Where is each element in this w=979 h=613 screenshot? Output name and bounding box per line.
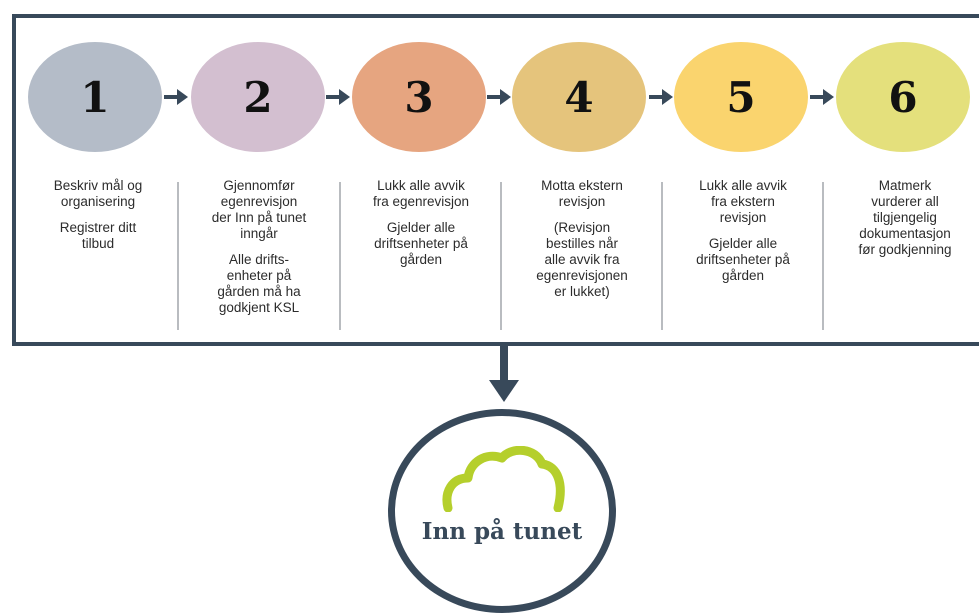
column-divider xyxy=(822,182,824,330)
step-4-text-2: (Revisjon bestilles når alle avvik fra e… xyxy=(536,220,628,299)
step-2-circle: 2 xyxy=(191,42,325,152)
step-2-description: Gjennomfør egenrevisjon der Inn på tunet… xyxy=(180,178,338,326)
column-divider xyxy=(177,182,179,330)
step-2-text-1: Gjennomfør egenrevisjon der Inn på tunet… xyxy=(211,178,307,241)
step-6-text-1: Matmerk vurderer all tilgjengelig dokume… xyxy=(858,178,952,257)
step-3-text-2: Gjelder alle driftsenheter på gården xyxy=(374,220,468,267)
step-1-description: Beskriv mål og organisering Registrer di… xyxy=(19,178,177,262)
step-2-number: 2 xyxy=(243,72,273,122)
step-6-circle: 6 xyxy=(836,42,970,152)
step-5-circle: 5 xyxy=(674,42,808,152)
inn-pa-tunet-logo: Inn på tunet xyxy=(388,409,616,613)
step-2-text-2: Alle drifts- enheter på gården må ha god… xyxy=(217,252,301,315)
cloud-icon xyxy=(442,446,565,512)
column-divider xyxy=(339,182,341,330)
step-5-text-2: Gjelder alle driftsenheter på gården xyxy=(696,236,790,283)
step-3-text-1: Lukk alle avvik fra egenrevisjon xyxy=(372,178,470,209)
arrow-right-icon xyxy=(326,89,350,105)
logo-text: Inn på tunet xyxy=(421,518,583,545)
arrow-down-icon xyxy=(489,346,519,402)
step-3-description: Lukk alle avvik fra egenrevisjon Gjelder… xyxy=(342,178,500,278)
column-divider xyxy=(661,182,663,330)
step-5-text-1: Lukk alle avvik fra ekstern revisjon xyxy=(699,178,787,225)
arrow-right-icon xyxy=(164,89,188,105)
step-5-description: Lukk alle avvik fra ekstern revisjon Gje… xyxy=(664,178,822,294)
step-1-number: 1 xyxy=(80,72,110,122)
step-6-number: 6 xyxy=(888,72,918,122)
step-4-description: Motta ekstern revisjon (Revisjon bestill… xyxy=(503,178,661,310)
process-frame xyxy=(12,14,979,346)
column-divider xyxy=(500,182,502,330)
step-1-circle: 1 xyxy=(28,42,162,152)
step-4-circle: 4 xyxy=(512,42,646,152)
step-3-circle: 3 xyxy=(352,42,486,152)
step-1-text-1: Beskriv mål og organisering xyxy=(53,178,143,209)
step-4-number: 4 xyxy=(564,72,594,122)
arrow-right-icon xyxy=(649,89,673,105)
step-1-text-2: Registrer ditt tilbud xyxy=(59,220,137,251)
step-5-number: 5 xyxy=(726,72,756,122)
arrow-right-icon xyxy=(810,89,834,105)
step-4-text-1: Motta ekstern revisjon xyxy=(541,178,623,209)
arrow-right-icon xyxy=(487,89,511,105)
step-6-description: Matmerk vurderer all tilgjengelig dokume… xyxy=(826,178,979,268)
step-3-number: 3 xyxy=(404,72,434,122)
